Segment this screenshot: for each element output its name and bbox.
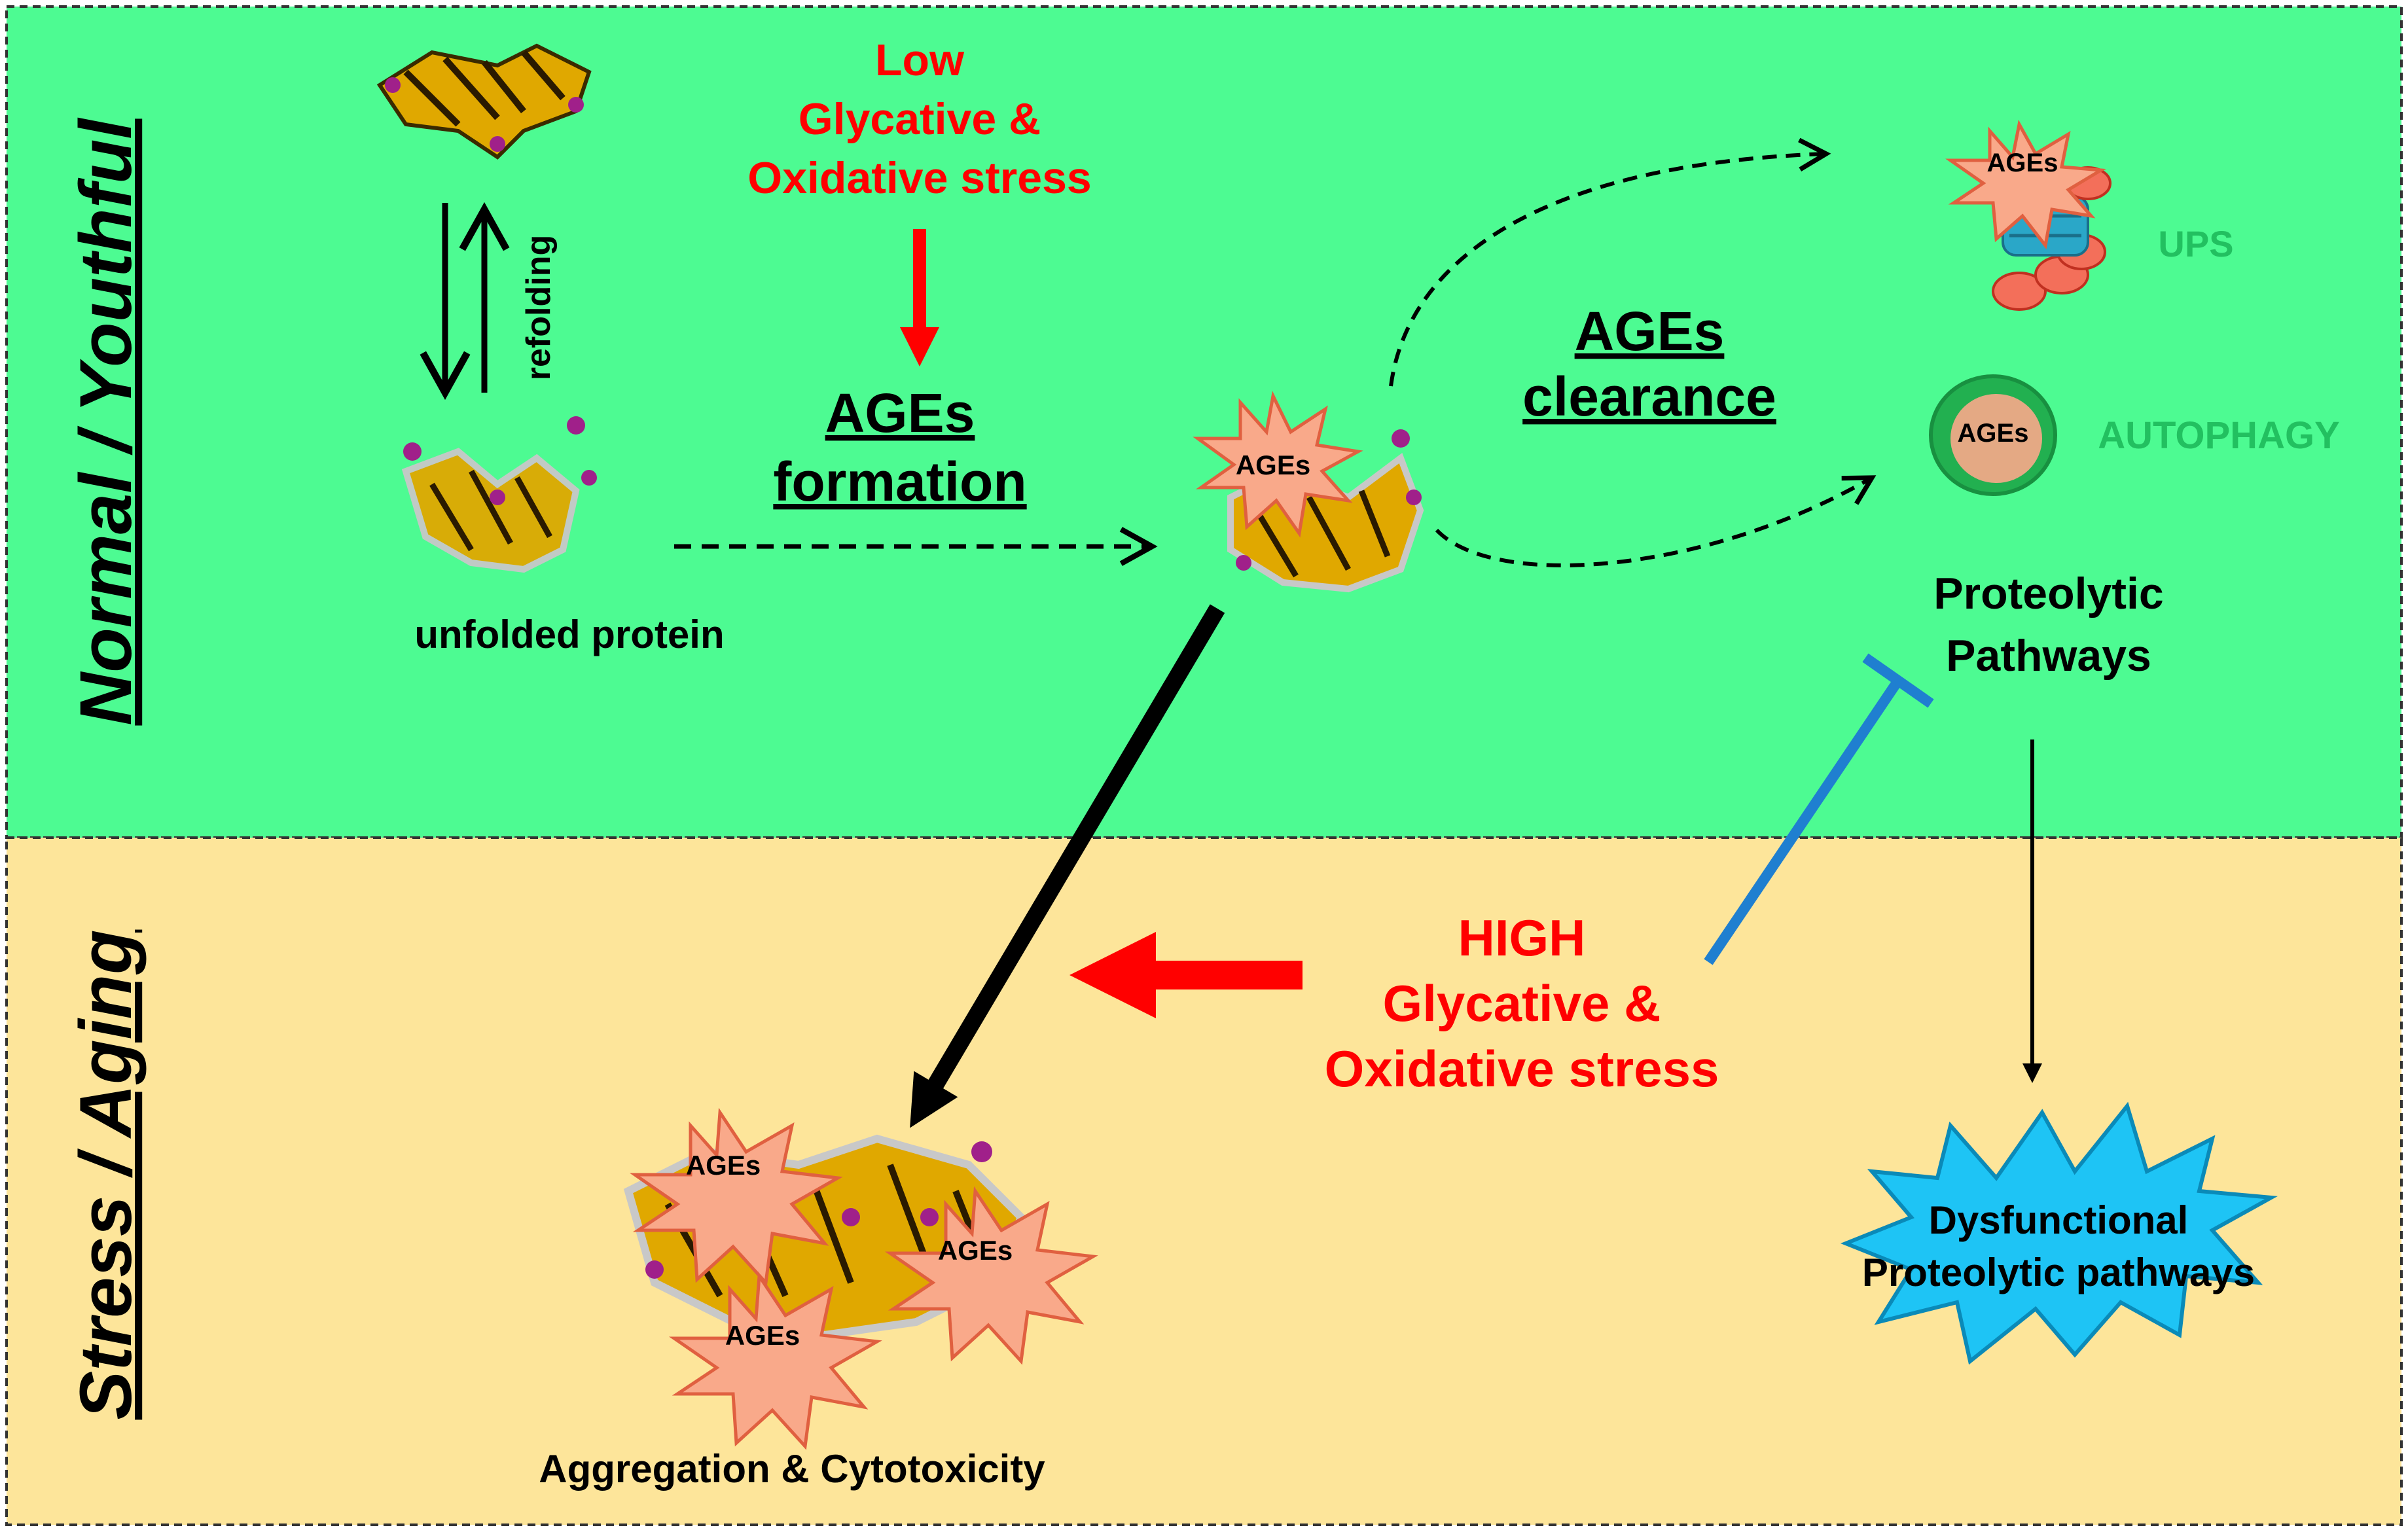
proteolytic-line1: Proteolytic <box>1933 569 2163 618</box>
high-stress-line2: Glycative & <box>1383 974 1661 1032</box>
clearance-curve-ups <box>1389 137 1831 387</box>
aggregation-label: Aggregation & Cytotoxicity <box>539 1447 1045 1491</box>
ages-tag-ups: AGEs <box>1987 149 2058 177</box>
unfolded-protein-label: unfolded protein <box>414 613 724 656</box>
dysfunction-burst-icon <box>1840 1101 2278 1365</box>
autophagy-label: AUTOPHAGY <box>2098 414 2340 457</box>
high-stress-line3: Oxidative stress <box>1325 1040 1719 1097</box>
ages-star-aggregate-1 <box>629 1107 843 1287</box>
ages-star-middle <box>1193 391 1363 538</box>
aggregation-arrow <box>910 604 1225 1128</box>
ages-tag-aggregate-3: AGEs <box>725 1320 800 1351</box>
ages-clearance-line1: AGEs <box>1575 300 1725 362</box>
ages-formation-line2: formation <box>773 451 1026 512</box>
unfolded-protein-icon <box>401 416 597 573</box>
ages-tag-autophagy: AGEs <box>1958 419 2029 448</box>
ages-star-aggregate-2 <box>884 1186 1098 1365</box>
ages-star-ups <box>1945 119 2106 249</box>
dysfunctional-line2: Proteolytic pathways <box>1862 1251 2255 1294</box>
ages-clearance-line2: clearance <box>1522 366 1776 427</box>
ages-tag-middle: AGEs <box>1236 450 1310 480</box>
panel-label-stress: Stress / Aging <box>65 930 147 1420</box>
folded-protein-icon <box>376 43 592 160</box>
panel-label-normal: Normal / Youthful <box>65 117 147 726</box>
inhibition-line <box>1704 677 1903 965</box>
ages-tag-aggregate-2: AGEs <box>938 1235 1013 1266</box>
ups-label: UPS <box>2158 223 2233 264</box>
dysfunctional-line1: Dysfunctional <box>1929 1198 2189 1242</box>
ages-formation-line1: AGEs <box>825 382 975 444</box>
refolding-label: refolding <box>520 235 558 380</box>
ages-tag-aggregate-1: AGEs <box>686 1150 761 1181</box>
high-stress-line1: HIGH <box>1458 909 1586 967</box>
proteolytic-line2: Pathways <box>1946 631 2151 681</box>
low-stress-line2: Glycative & <box>799 94 1041 144</box>
low-stress-line1: Low <box>875 35 965 85</box>
inhibition-bar <box>1862 653 1934 708</box>
ages-star-aggregate-3 <box>668 1271 882 1450</box>
low-stress-line3: Oxidative stress <box>747 153 1091 203</box>
